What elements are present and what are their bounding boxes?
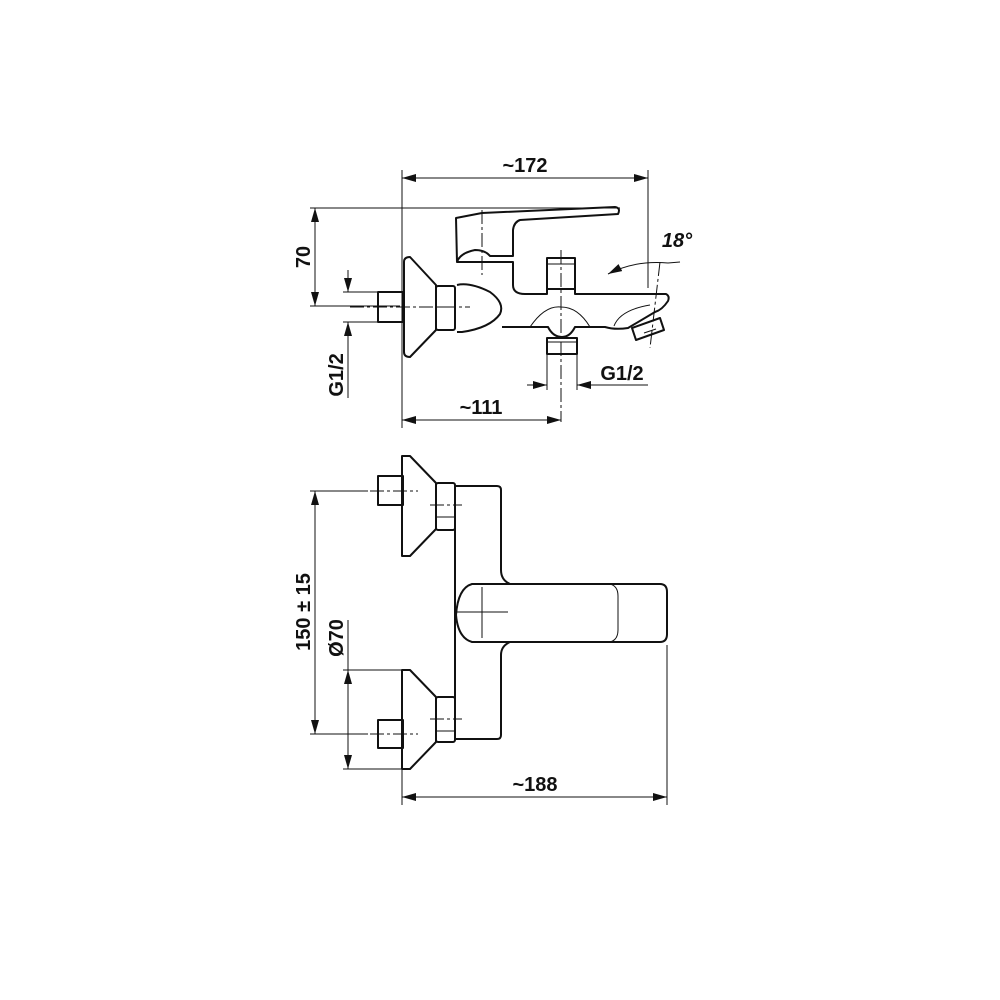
spout-handle-top: [455, 583, 668, 643]
dim-spout-angle: 18°: [662, 230, 693, 252]
mixer-body-top: [454, 485, 511, 740]
upper-hex-nut: [435, 482, 456, 531]
aerator: [631, 317, 665, 341]
top-view: 150 ± 15 Ø70 ~188: [293, 455, 668, 805]
upper-escutcheon: [401, 455, 437, 557]
dim-outlet-thread: G1/2: [600, 363, 643, 385]
side-view: ~172 70 G1/2 G1/2 ~111 18°: [293, 155, 693, 428]
dim-inlet-spacing: 150 ± 15: [293, 573, 315, 651]
bottom-outlet: [546, 337, 578, 355]
dim-depth-188: ~188: [512, 774, 557, 796]
connector-body: [456, 283, 503, 333]
dim-width-172: ~172: [502, 155, 547, 177]
dim-height-70: 70: [293, 246, 315, 268]
hex-nut: [435, 285, 456, 331]
lever-handle: [455, 206, 620, 263]
dim-outlet-offset-111: ~111: [460, 397, 503, 419]
dim-escutcheon-diameter: Ø70: [326, 619, 348, 657]
dim-inlet-thread: G1/2: [326, 353, 348, 396]
